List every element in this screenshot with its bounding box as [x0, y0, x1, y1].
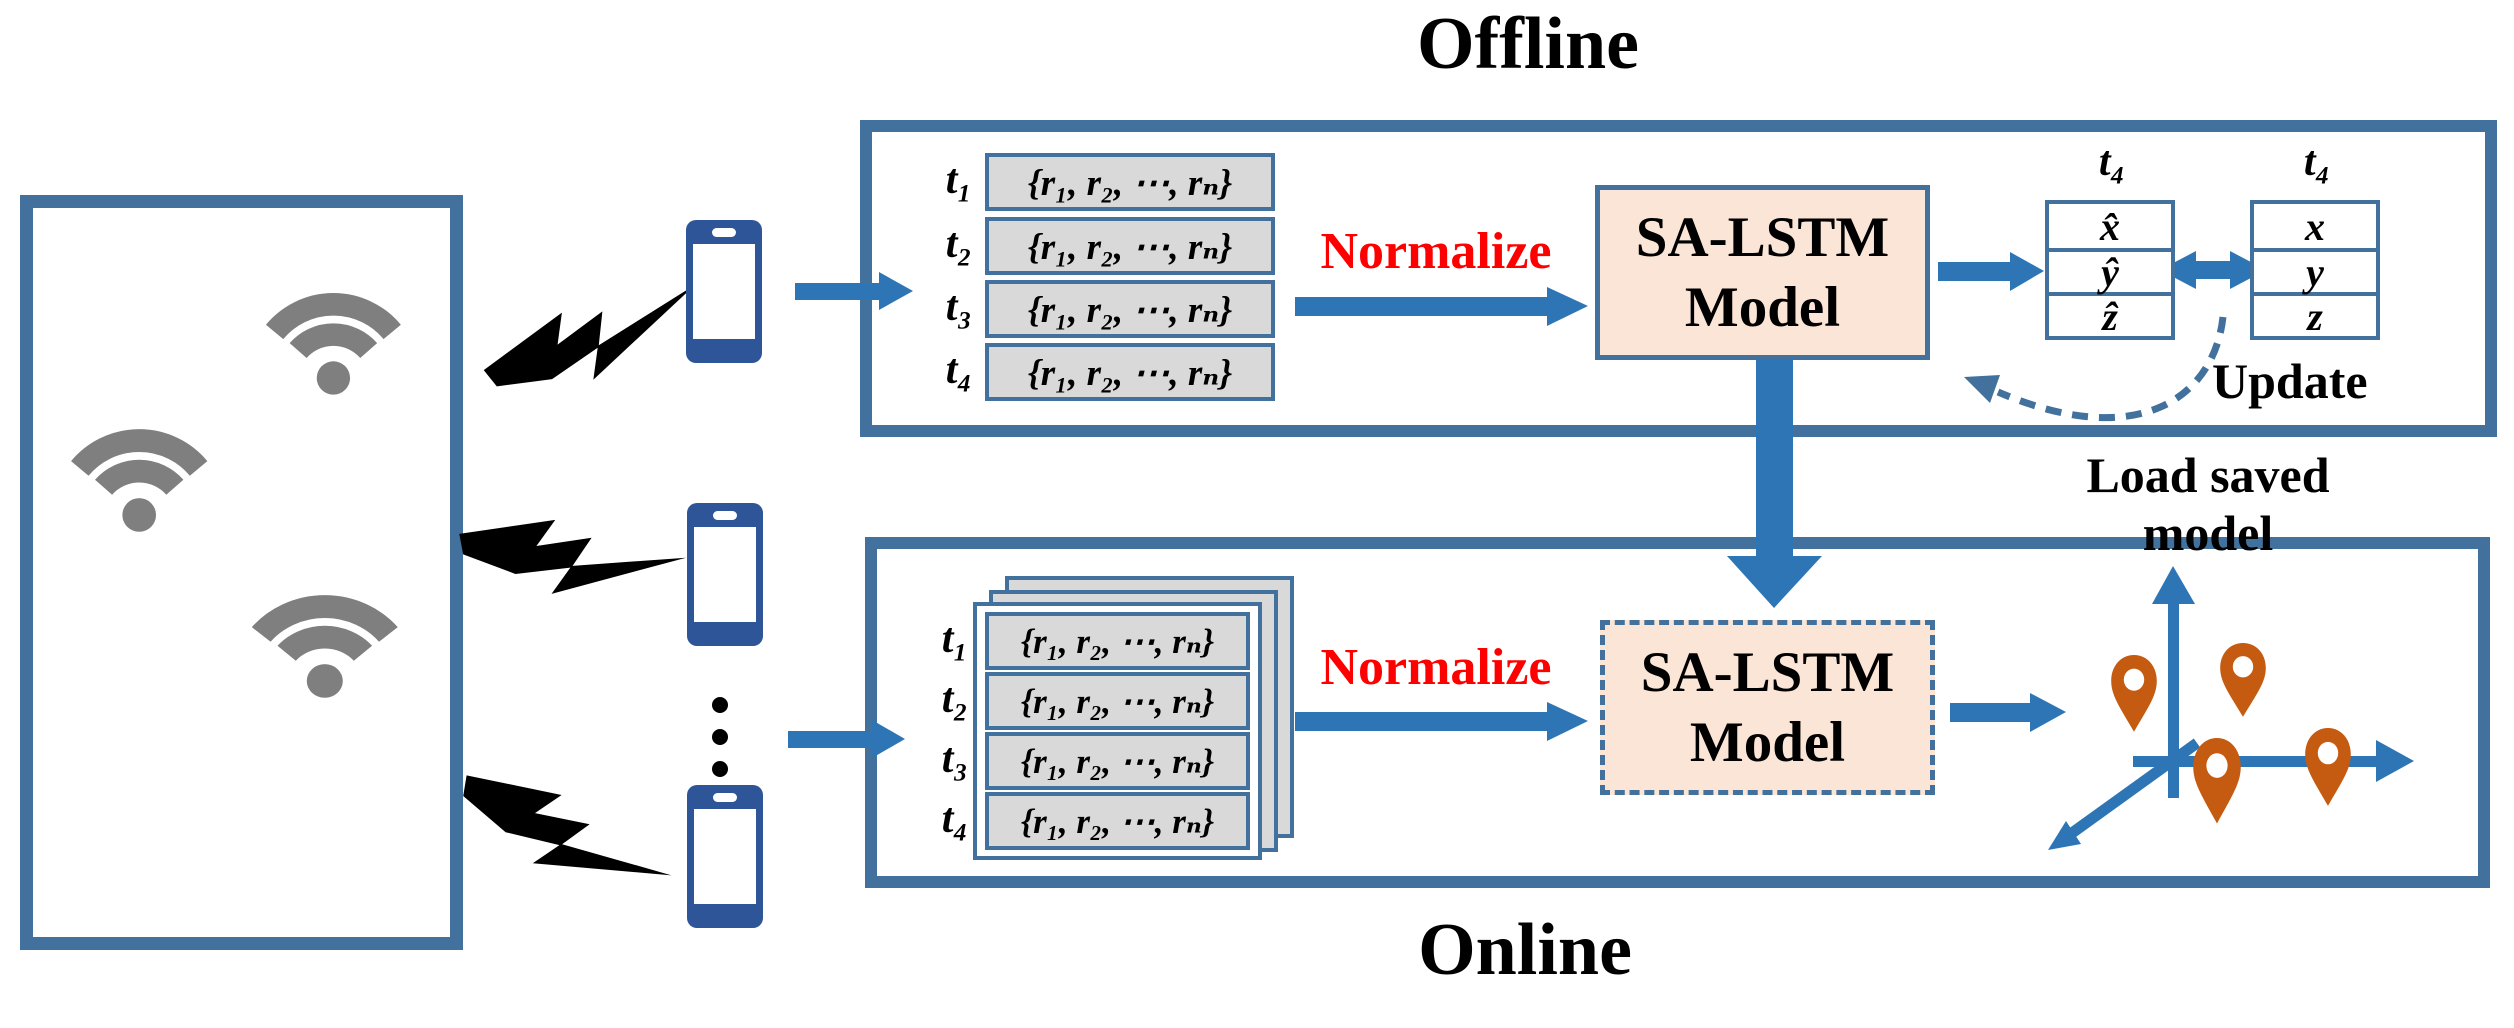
online-rssi-row: {r₁, r₂, ⋯, rₙ}	[985, 612, 1250, 670]
predicted-coordinates-table: x̂ ŷ ẑ	[2045, 200, 2175, 340]
ground-truth-coordinates-table: x y z	[2250, 200, 2380, 340]
location-pin-icon	[2193, 738, 2241, 824]
load-saved-line2: model	[2142, 505, 2274, 561]
update-label: Update	[2212, 353, 2368, 409]
update-dashed-arrow	[1964, 316, 2227, 421]
online-rssi-row: {r₁, r₂, ⋯, rₙ}	[985, 672, 1250, 730]
model-label-line1: SA-LSTM	[1640, 640, 1895, 704]
arrow-phone-to-offline	[795, 272, 913, 310]
lightning-bolt-icon	[459, 519, 687, 594]
wifi-icon	[71, 429, 208, 532]
load-saved-model-label: Load saved model	[2086, 446, 2329, 562]
wifi-icon	[251, 595, 398, 698]
online-t-label: t₁	[941, 616, 968, 662]
ground-truth-table-header: t₄	[2303, 139, 2331, 185]
location-pin-icon	[2220, 643, 2266, 717]
ground-truth-cell: z	[2254, 292, 2376, 339]
offline-normalize-label: Normalize	[1320, 223, 1552, 280]
offline-rssi-row: {r₁, r₂, ⋯, rₙ}	[985, 280, 1275, 338]
online-normalize-label: Normalize	[1320, 639, 1552, 696]
arrow-model-to-output	[1938, 252, 2044, 291]
ellipsis-dots-icon	[712, 697, 728, 777]
compare-double-arrow	[2160, 251, 2266, 289]
arrow-load-saved-model	[1727, 360, 1822, 608]
location-pin-icon	[2305, 728, 2351, 806]
wifi-icon	[265, 293, 401, 395]
offline-t-label: t₂	[945, 221, 972, 267]
online-t-label: t₂	[941, 676, 968, 722]
offline-box	[860, 120, 2497, 437]
smartphone-icon	[687, 785, 763, 928]
ground-truth-cell: x	[2305, 203, 2325, 249]
axes-3d-icon	[2048, 566, 2414, 850]
lightning-bolt-icon	[483, 284, 696, 387]
predicted-cell: ŷ	[2049, 248, 2171, 295]
lightning-bolt-icon	[463, 775, 672, 876]
online-t-label: t₄	[941, 796, 968, 842]
ground-truth-cell: y	[2254, 248, 2376, 295]
offline-sa-lstm-model-box: SA-LSTM Model	[1595, 185, 1930, 360]
predicted-cell: x̂	[2100, 203, 2120, 249]
smartphone-icon	[686, 220, 762, 363]
online-rssi-row: {r₁, r₂, ⋯, rₙ}	[985, 732, 1250, 790]
predicted-table-header: t₄	[2098, 139, 2126, 185]
location-pin-icon	[2111, 655, 2157, 732]
offline-rssi-row: {r₁, r₂, ⋯, rₙ}	[985, 343, 1275, 401]
offline-t-label: t₃	[945, 284, 972, 330]
online-rssi-row: {r₁, r₂, ⋯, rₙ}	[985, 792, 1250, 850]
offline-title: Offline	[1417, 3, 1639, 85]
online-title: Online	[1418, 909, 1632, 991]
offline-t-label: t₁	[945, 157, 972, 203]
model-label-line2: Model	[1684, 275, 1841, 339]
online-t-label: t₃	[941, 736, 968, 782]
offline-rssi-row: {r₁, r₂, ⋯, rₙ}	[985, 217, 1275, 275]
arrow-model-to-axes	[1950, 693, 2066, 732]
online-box	[865, 537, 2490, 888]
model-label-line2: Model	[1689, 710, 1846, 774]
arrow-normalize-online	[1295, 702, 1588, 741]
arrow-phone-to-online	[788, 720, 905, 758]
arrow-normalize-offline	[1295, 287, 1588, 326]
smartphone-icon	[687, 503, 763, 646]
online-sa-lstm-model-box: SA-LSTM Model	[1600, 620, 1935, 795]
predicted-cell: ẑ	[2049, 292, 2171, 339]
environment-box	[20, 195, 463, 950]
offline-rssi-row: {r₁, r₂, ⋯, rₙ}	[985, 153, 1275, 211]
load-saved-line1: Load saved	[2086, 447, 2330, 503]
model-label-line1: SA-LSTM	[1635, 205, 1890, 269]
offline-t-label: t₄	[945, 347, 972, 393]
